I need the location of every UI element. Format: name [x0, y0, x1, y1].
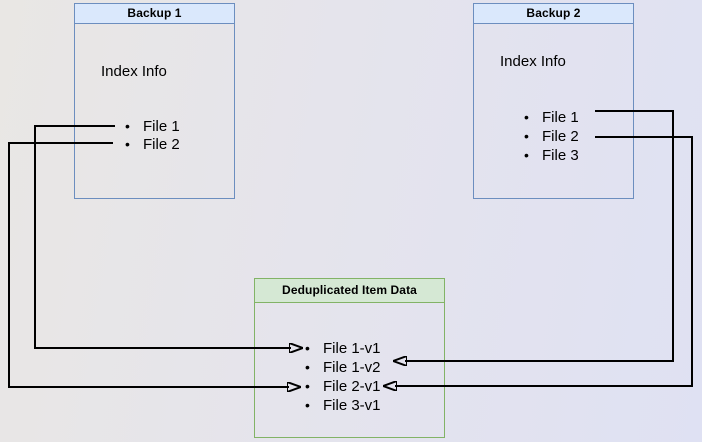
backup2-title: Backup 2	[474, 4, 633, 24]
backup2-file-item: • File 1	[524, 108, 579, 127]
dedup-item-label: File 3-v1	[323, 397, 381, 414]
dedup-item-label: File 1-v2	[323, 359, 381, 376]
backup2-index-info-label: Index Info	[500, 53, 566, 70]
bullet-icon: •	[125, 136, 130, 152]
dedup-item-label: File 2-v1	[323, 378, 381, 395]
bullet-icon: •	[125, 118, 130, 134]
backup1-file-label: File 2	[143, 136, 180, 153]
dedup-item: • File 2-v1	[305, 377, 381, 396]
bullet-icon: •	[305, 397, 310, 413]
bullet-icon: •	[305, 359, 310, 375]
backup2-file-item: • File 2	[524, 127, 579, 146]
dedup-box: Deduplicated Item Data • File 1-v1 • File …	[254, 278, 445, 438]
bullet-icon: •	[305, 378, 310, 394]
dedup-item: • File 1-v1	[305, 339, 381, 358]
bullet-icon: •	[305, 340, 310, 356]
backup1-index-info-label: Index Info	[101, 63, 167, 80]
bullet-icon: •	[524, 147, 529, 163]
backup1-file-label: File 1	[143, 118, 180, 135]
backup1-file-item: • File 2	[125, 135, 180, 154]
backup1-title: Backup 1	[75, 4, 234, 24]
backup2-box: Backup 2 Index Info • File 1 • File 2 • Fil…	[473, 3, 634, 199]
backup2-file-item: • File 3	[524, 146, 579, 165]
bullet-icon: •	[524, 128, 529, 144]
backup2-file-label: File 1	[542, 109, 579, 126]
backup2-file-label: File 3	[542, 147, 579, 164]
backup1-file-item: • File 1	[125, 117, 180, 136]
dedup-item: • File 1-v2	[305, 358, 381, 377]
dedup-item-label: File 1-v1	[323, 340, 381, 357]
dedup-title: Deduplicated Item Data	[255, 279, 444, 303]
backup1-box: Backup 1 Index Info • File 1 • File 2	[74, 3, 235, 199]
bullet-icon: •	[524, 109, 529, 125]
dedup-item: • File 3-v1	[305, 396, 381, 415]
backup2-file-label: File 2	[542, 128, 579, 145]
